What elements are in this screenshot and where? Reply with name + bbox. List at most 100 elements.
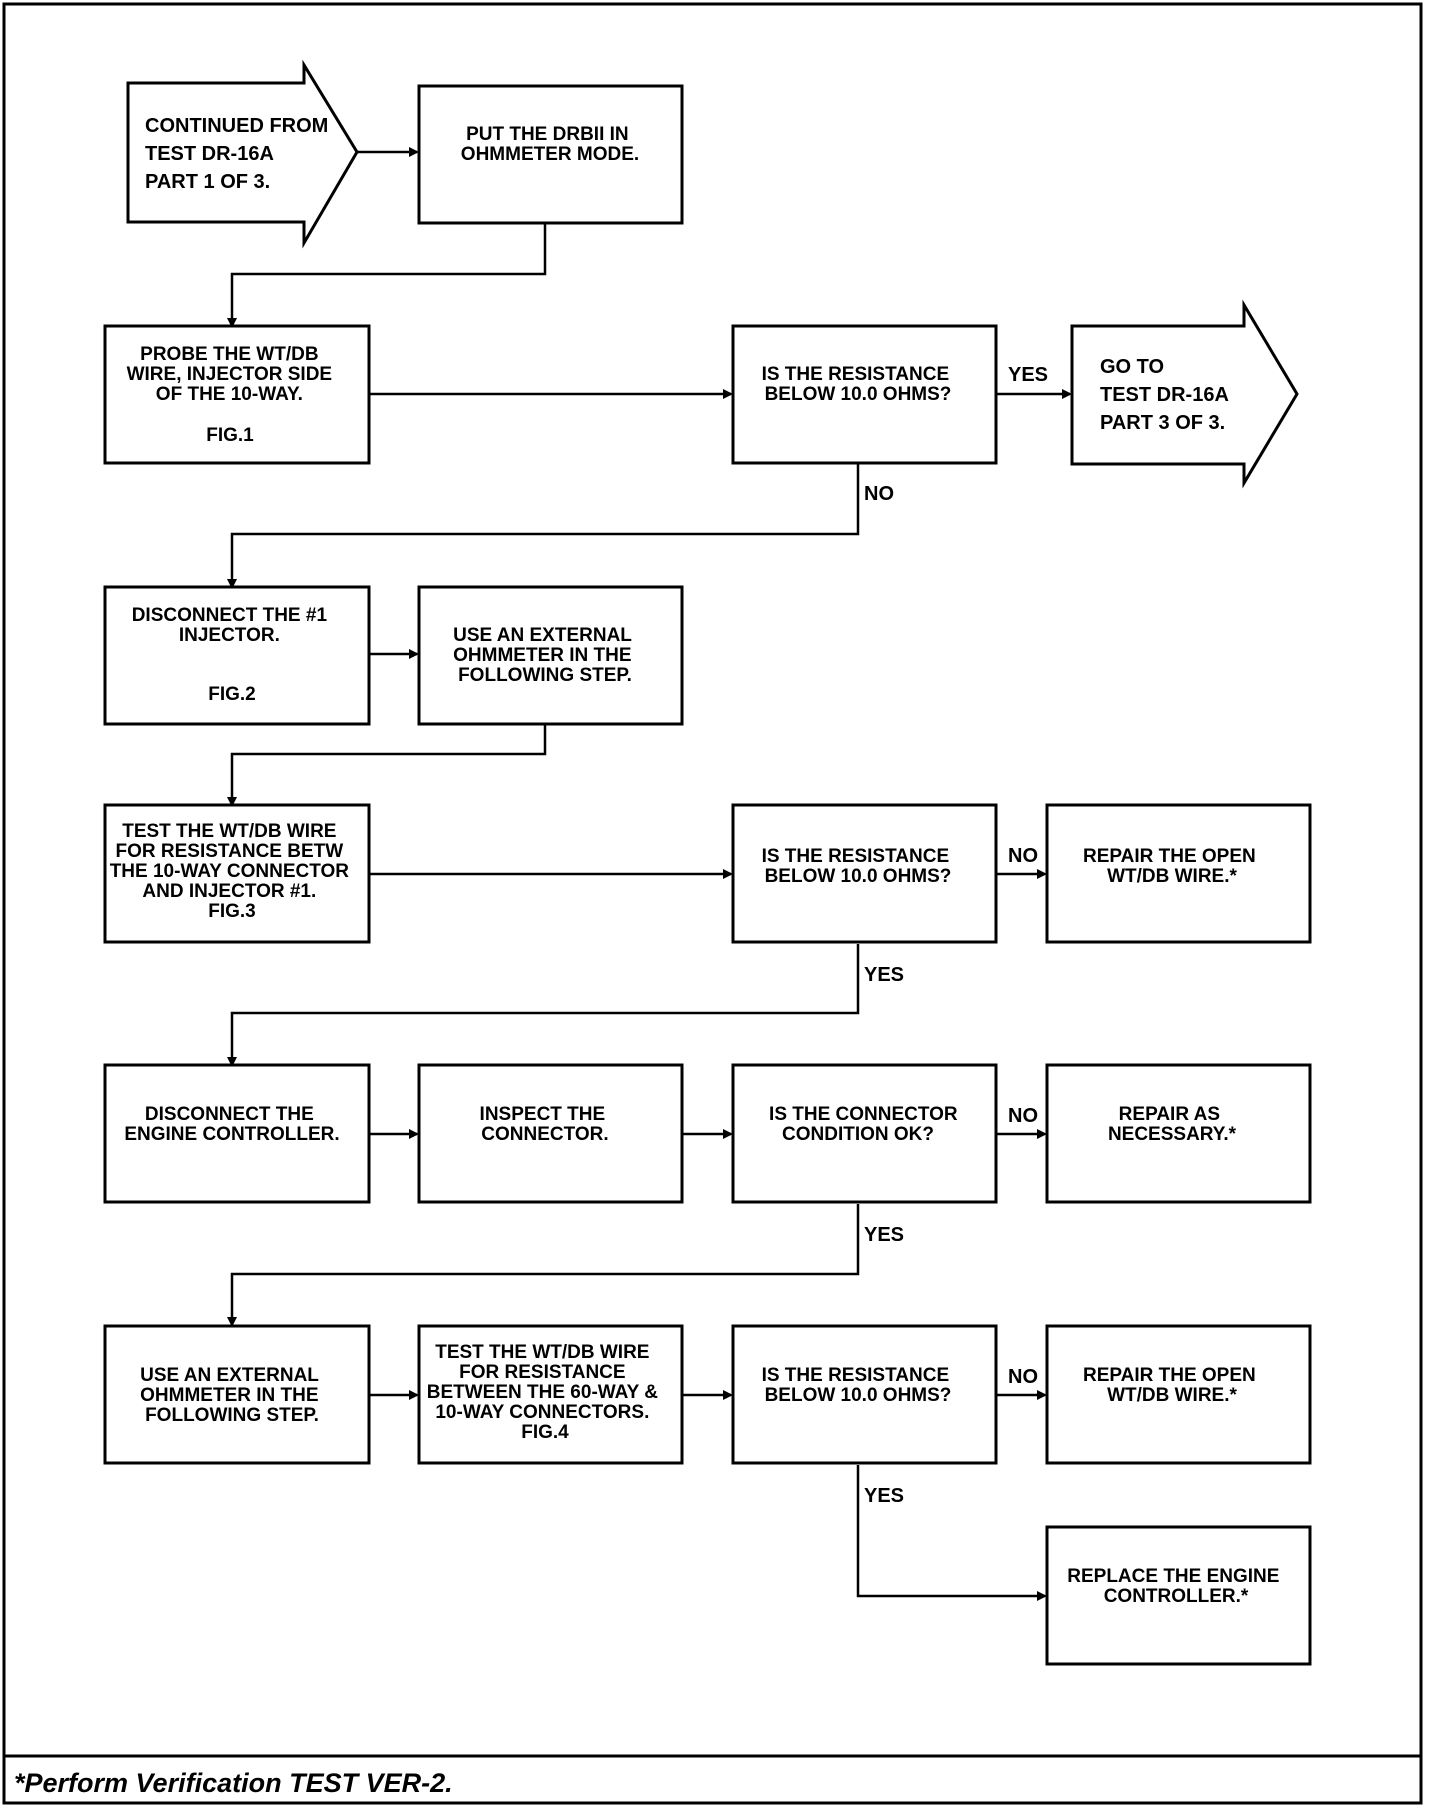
arrowhead (409, 1390, 419, 1400)
box (103, 1324, 371, 1465)
edge-label-d2-no: NO (1008, 845, 1038, 867)
box (417, 585, 684, 726)
node-use-external-ohmmeter-2: USE AN EXTERNAL OHMMETER IN THE FOLLOWIN… (103, 1324, 371, 1465)
box (731, 803, 998, 944)
node-go-to-part-3: GO TO TEST DR-16A PART 3 OF 3. (1070, 299, 1299, 489)
edge-label-d1-yes: YES (1008, 364, 1048, 386)
node-line: REPAIR AS (1119, 1104, 1220, 1125)
node-text: REPAIR AS NECESSARY.* (1108, 1104, 1237, 1145)
node-line: WT/DB WIRE.* (1107, 1385, 1237, 1406)
node-line: INSPECT THE (480, 1104, 606, 1125)
node-replace-engine-controller: REPLACE THE ENGINE CONTROLLER.* (1045, 1525, 1312, 1666)
node-line: REPLACE THE ENGINE (1067, 1566, 1279, 1587)
node-line: DISCONNECT THE (145, 1104, 314, 1125)
goto-text: GO TO TEST DR-16A PART 3 OF 3. (1100, 356, 1234, 434)
node-use-external-ohmmeter-1: USE AN EXTERNAL OHMMETER IN THE FOLLOWIN… (417, 585, 684, 726)
start-line: TEST DR-16A (145, 143, 273, 165)
arrowhead (1062, 389, 1072, 399)
node-line: IS THE RESISTANCE (762, 1365, 950, 1386)
box (1045, 1063, 1312, 1204)
node-line: FOR RESISTANCE BETW (116, 841, 344, 862)
edge-decision1-no (230, 464, 860, 587)
node-text: IS THE RESISTANCE BELOW 10.0 OHMS? (762, 364, 955, 405)
node-line: BELOW 10.0 OHMS? (765, 866, 952, 887)
start-text: CONTINUED FROM TEST DR-16A PART 1 OF 3. (145, 115, 334, 193)
arrowhead (227, 579, 237, 589)
box (103, 1063, 371, 1204)
edge-decision3-yes (230, 1204, 860, 1325)
node-line: INJECTOR. (179, 625, 280, 646)
arrowhead (227, 318, 237, 328)
node-line: TEST THE WT/DB WIRE (435, 1342, 649, 1363)
node-text: REPLACE THE ENGINE CONTROLLER.* (1067, 1566, 1284, 1607)
box (417, 1063, 684, 1204)
arrowhead (227, 797, 237, 807)
arrowhead (723, 869, 733, 879)
goto-arrow-shape (1070, 299, 1299, 489)
node-line: BELOW 10.0 OHMS? (765, 1385, 952, 1406)
node-put-drbii: PUT THE DRBII IN OHMMETER MODE. (417, 84, 684, 225)
node-fig: FIG.1 (206, 425, 254, 446)
node-line: DISCONNECT THE #1 (132, 605, 328, 626)
flow-edges (227, 147, 1072, 1601)
node-line: FOLLOWING STEP. (458, 665, 632, 686)
box (417, 84, 684, 225)
box (1045, 1324, 1312, 1465)
arrowhead (409, 1129, 419, 1139)
start-arrow-shape (126, 59, 359, 249)
node-line: WT/DB WIRE.* (1107, 866, 1237, 887)
node-text: INSPECT THE CONNECTOR. (480, 1104, 611, 1145)
node-line: PUT THE DRBII IN (466, 124, 629, 145)
node-text: PROBE THE WT/DB WIRE, INJECTOR SIDE OF T… (127, 344, 338, 446)
node-line: TEST THE WT/DB WIRE (122, 821, 336, 842)
node-continued-from: CONTINUED FROM TEST DR-16A PART 1 OF 3. (126, 59, 359, 249)
node-line: WIRE, INJECTOR SIDE (127, 364, 333, 385)
node-text: TEST THE WT/DB WIRE FOR RESISTANCE BETW … (110, 821, 355, 922)
node-text: DISCONNECT THE ENGINE CONTROLLER. (124, 1104, 339, 1145)
arrowhead (723, 389, 733, 399)
node-text: REPAIR THE OPEN WT/DB WIRE.* (1083, 846, 1261, 887)
node-line: CONDITION OK? (782, 1124, 934, 1145)
node-line: IS THE CONNECTOR (769, 1104, 958, 1125)
arrowhead (409, 147, 419, 157)
box (1045, 803, 1312, 944)
node-text: DISCONNECT THE #1 INJECTOR. FIG.2 (132, 605, 333, 705)
box (731, 1324, 998, 1465)
node-text: PUT THE DRBII IN OHMMETER MODE. (461, 124, 639, 165)
box (103, 585, 371, 726)
node-repair-open-wire-2: REPAIR THE OPEN WT/DB WIRE.* (1045, 1324, 1312, 1465)
node-line: NECESSARY.* (1108, 1124, 1237, 1145)
node-disconnect-engine-controller: DISCONNECT THE ENGINE CONTROLLER. (103, 1063, 371, 1204)
edge-label-d3-yes: YES (864, 1224, 904, 1246)
node-line: USE AN EXTERNAL (453, 625, 632, 646)
start-line: PART 1 OF 3. (145, 171, 270, 193)
node-repair-open-wire-1: REPAIR THE OPEN WT/DB WIRE.* (1045, 803, 1312, 944)
node-text: REPAIR THE OPEN WT/DB WIRE.* (1083, 1365, 1261, 1406)
arrowhead (723, 1390, 733, 1400)
box (103, 324, 371, 465)
node-line: PROBE THE WT/DB (140, 344, 318, 365)
node-line: BELOW 10.0 OHMS? (765, 384, 952, 405)
edge-use1-to-test (230, 724, 547, 805)
node-decision-resistance-3: IS THE RESISTANCE BELOW 10.0 OHMS? (731, 1324, 998, 1465)
node-text: TEST THE WT/DB WIRE FOR RESISTANCE BETWE… (427, 1342, 664, 1443)
box (103, 803, 371, 944)
node-line: THE 10-WAY CONNECTOR (110, 861, 350, 882)
edge-label-d2-yes: YES (864, 964, 904, 986)
node-line: CONNECTOR. (481, 1124, 608, 1145)
node-test-wire-60-way: TEST THE WT/DB WIRE FOR RESISTANCE BETWE… (417, 1324, 684, 1465)
node-line: ENGINE CONTROLLER. (124, 1124, 339, 1145)
node-text: IS THE RESISTANCE BELOW 10.0 OHMS? (762, 846, 955, 887)
arrowhead (723, 1129, 733, 1139)
node-line: AND INJECTOR #1. (142, 881, 316, 902)
arrowhead (1037, 1390, 1047, 1400)
goto-line: TEST DR-16A (1100, 384, 1228, 406)
node-line: CONTROLLER.* (1104, 1586, 1249, 1607)
node-line: REPAIR THE OPEN (1083, 1365, 1256, 1386)
edge-label-d4-yes: YES (864, 1485, 904, 1507)
arrowhead (1037, 869, 1047, 879)
node-line: OHMMETER IN THE (140, 1385, 318, 1406)
edge-put-to-probe (230, 224, 547, 326)
box (1045, 1525, 1312, 1666)
